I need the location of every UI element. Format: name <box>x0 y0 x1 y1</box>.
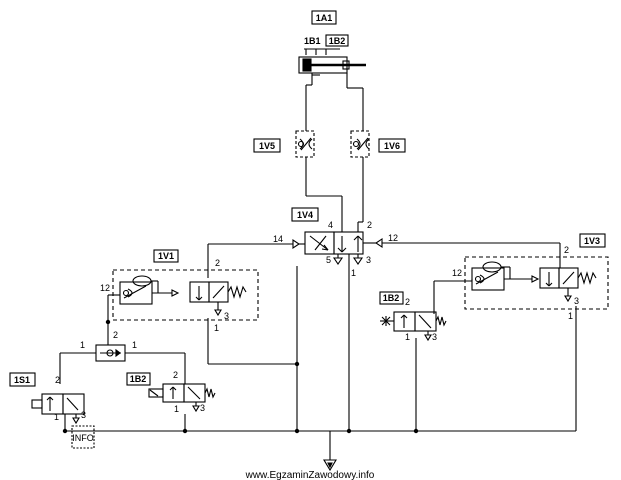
svg-text:1B2: 1B2 <box>329 36 346 46</box>
svg-text:INFO: INFO <box>72 433 94 443</box>
s1-port-3: 3 <box>81 410 86 420</box>
port-1: 1 <box>351 268 356 278</box>
b2l-port-2: 2 <box>173 370 178 380</box>
cylinder-1a1 <box>298 48 366 86</box>
port-12: 12 <box>388 233 398 243</box>
main-valve-1v4 <box>292 231 383 265</box>
watermark-text: www.EgzaminZawodowy.info <box>245 470 375 480</box>
or-port-1-right: 1 <box>132 340 137 350</box>
or-port-2: 2 <box>113 330 118 340</box>
timer3-port-2: 2 <box>564 245 569 255</box>
timer3-port-12: 12 <box>452 268 462 278</box>
shuttle-valve-or <box>95 344 126 362</box>
roller-label-1b2-left: 1B2 <box>126 372 151 386</box>
timer1-port-12: 12 <box>100 283 110 293</box>
throttle-check-valve-1v6 <box>350 130 370 158</box>
b2l-port-3: 3 <box>200 403 205 413</box>
svg-text:1A1: 1A1 <box>316 13 333 23</box>
timer-valve-1v3 <box>464 256 609 310</box>
b2r-port-2: 2 <box>405 297 410 307</box>
timer-label-1v3: 1V3 <box>579 233 606 248</box>
b2l-port-1: 1 <box>174 404 179 414</box>
info-mark-icon: INFO <box>71 425 95 449</box>
sensor-label-1b2-top: 1B2 <box>325 34 349 47</box>
port-2: 2 <box>367 220 372 230</box>
throttle-check-valve-1v5 <box>295 130 315 158</box>
s1-port-2: 2 <box>55 375 60 385</box>
timer3-port-1: 1 <box>568 311 573 321</box>
port-14: 14 <box>273 234 283 244</box>
throttle-label-1v5: 1V5 <box>253 138 281 153</box>
valve-label-1v4: 1V4 <box>291 207 319 222</box>
start-valve-1s1 <box>31 393 85 425</box>
svg-text:1V3: 1V3 <box>584 236 600 246</box>
timer1-port-2: 2 <box>215 258 220 268</box>
timer-valve-1v1 <box>112 269 259 321</box>
roller-valve-1b2-left <box>148 383 216 413</box>
or-port-1-left: 1 <box>80 340 85 350</box>
svg-text:1B2: 1B2 <box>130 374 147 384</box>
throttle-label-1v6: 1V6 <box>378 138 406 153</box>
svg-text:1V5: 1V5 <box>259 141 275 151</box>
timer3-port-3: 3 <box>574 296 579 306</box>
port-4: 4 <box>328 220 333 230</box>
svg-text:1S1: 1S1 <box>14 375 30 385</box>
valve-label-1s1: 1S1 <box>9 372 36 387</box>
svg-text:1V6: 1V6 <box>384 141 400 151</box>
b2r-port-3: 3 <box>432 332 437 342</box>
timer-label-1v1: 1V1 <box>153 249 179 263</box>
roller-label-1b2-right: 1B2 <box>379 291 404 305</box>
junction-dots <box>62 319 419 434</box>
svg-text:1V1: 1V1 <box>158 251 174 261</box>
timer1-port-1: 1 <box>214 323 219 333</box>
cylinder-label-1a1: 1A1 <box>311 10 337 25</box>
svg-text:1B2: 1B2 <box>383 293 400 303</box>
b2r-port-1: 1 <box>405 332 410 342</box>
port-5: 5 <box>326 255 331 265</box>
s1-port-1: 1 <box>54 412 59 422</box>
pressure-source-icon <box>323 431 337 472</box>
svg-text:1V4: 1V4 <box>297 210 313 220</box>
roller-valve-1b2-right <box>380 311 447 342</box>
sensor-label-1b1: 1B1 <box>304 36 321 46</box>
timer1-port-3: 3 <box>224 311 229 321</box>
port-3: 3 <box>366 255 371 265</box>
pipe-lines <box>59 78 577 432</box>
